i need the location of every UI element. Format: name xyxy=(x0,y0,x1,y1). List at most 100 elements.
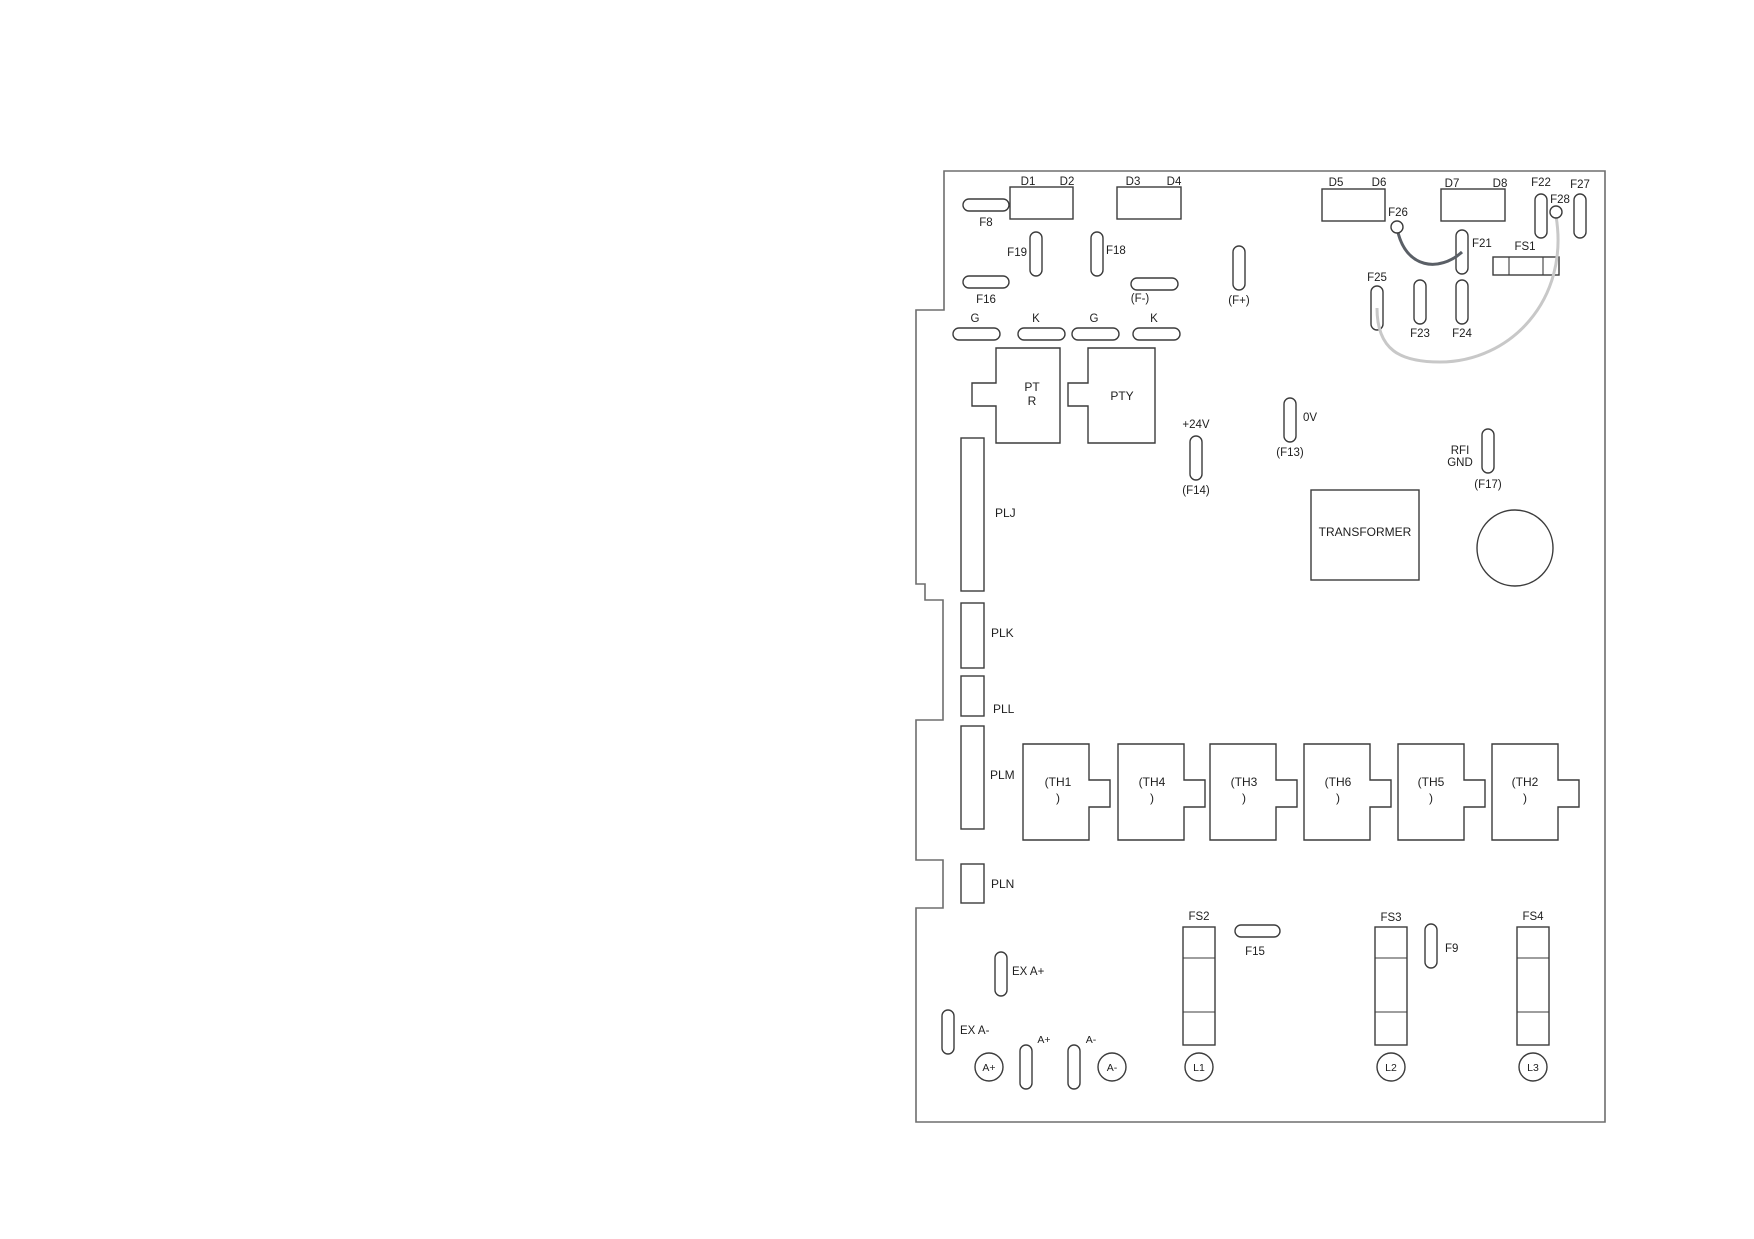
label-th4-b: ) xyxy=(1150,791,1154,805)
label-f24: F24 xyxy=(1452,328,1472,340)
label-fs4: FS4 xyxy=(1522,911,1544,923)
label-th5-a: (TH5 xyxy=(1418,775,1445,789)
label-terminal-l3: L3 xyxy=(1527,1062,1539,1074)
label-d2: D2 xyxy=(1060,176,1075,188)
label-terminal-l1: L1 xyxy=(1193,1062,1205,1074)
label-g1: G xyxy=(971,313,980,325)
label-k1: K xyxy=(1032,313,1040,325)
diode-block-d7-d8 xyxy=(1440,188,1506,222)
label-th3-b: ) xyxy=(1242,791,1246,805)
label-f13: (F13) xyxy=(1276,447,1304,459)
label-transformer: TRANSFORMER xyxy=(1319,525,1412,539)
label-f16: F16 xyxy=(976,294,996,306)
fuse-holder-fs2 xyxy=(1182,926,1216,1046)
thyristor-th5 xyxy=(1397,743,1486,841)
label-th2-a: (TH2 xyxy=(1512,775,1539,789)
board-outline xyxy=(915,170,1606,1123)
label-f14: (F14) xyxy=(1182,485,1210,497)
connector-pll xyxy=(960,675,985,717)
label-terminal-l2: L2 xyxy=(1385,1062,1397,1074)
label-f8: F8 xyxy=(979,217,992,229)
pad-f-minus xyxy=(1130,277,1179,291)
terminal-l2 xyxy=(1376,1052,1406,1082)
thyristor-th2 xyxy=(1491,743,1580,841)
label-plm: PLM xyxy=(990,768,1015,782)
label-f-minus: (F-) xyxy=(1131,293,1150,305)
test-point-f28 xyxy=(1549,205,1563,219)
pad-f9 xyxy=(1424,923,1438,969)
label-24v: +24V xyxy=(1182,419,1210,431)
pad-f22 xyxy=(1534,193,1548,239)
transformer-block xyxy=(1310,489,1420,581)
pad-f23 xyxy=(1413,279,1427,325)
label-gnd: GND xyxy=(1447,457,1473,469)
label-f17: (F17) xyxy=(1474,479,1502,491)
pad-g2 xyxy=(1071,327,1120,341)
fuse-holder-fs4 xyxy=(1516,926,1550,1046)
label-ptr-2: R xyxy=(1028,394,1037,408)
pad-rfi-gnd xyxy=(1481,428,1495,474)
pad-f8 xyxy=(962,198,1010,212)
label-a-minus-pad: A- xyxy=(1086,1034,1097,1046)
label-f26: F26 xyxy=(1388,207,1408,219)
label-pty: PTY xyxy=(1110,389,1133,403)
label-ex-a-plus: EX A+ xyxy=(1012,966,1045,978)
jumper-wire-f28 xyxy=(1375,215,1560,364)
label-f18: F18 xyxy=(1106,245,1126,257)
label-f-plus: (F+) xyxy=(1228,295,1250,307)
component-ptr xyxy=(971,347,1061,444)
label-th2-b: ) xyxy=(1523,791,1527,805)
pad-f24 xyxy=(1455,279,1469,325)
pad-ex-a-minus xyxy=(941,1009,955,1055)
label-d3: D3 xyxy=(1126,176,1141,188)
label-pll: PLL xyxy=(993,702,1015,716)
pad-f18 xyxy=(1090,231,1104,277)
pad-a-minus xyxy=(1067,1044,1081,1090)
label-d5: D5 xyxy=(1329,177,1344,189)
pad-0v xyxy=(1283,397,1297,443)
label-th5-b: ) xyxy=(1429,791,1433,805)
label-k2: K xyxy=(1150,313,1158,325)
label-plk: PLK xyxy=(991,626,1014,640)
label-f23: F23 xyxy=(1410,328,1430,340)
label-terminal-a-plus: A+ xyxy=(982,1062,995,1074)
label-f9: F9 xyxy=(1445,943,1458,955)
label-d4: D4 xyxy=(1167,176,1182,188)
terminal-l1 xyxy=(1184,1052,1214,1082)
connector-plj xyxy=(960,437,985,592)
test-point-f26 xyxy=(1390,220,1404,234)
pad-g1 xyxy=(952,327,1001,341)
label-f19: F19 xyxy=(1007,247,1027,259)
label-pln: PLN xyxy=(991,877,1014,891)
label-g2: G xyxy=(1090,313,1099,325)
label-f27: F27 xyxy=(1570,179,1590,191)
pad-f15 xyxy=(1234,924,1281,938)
pad-24v xyxy=(1189,435,1203,481)
thyristor-th1 xyxy=(1022,743,1111,841)
label-d8: D8 xyxy=(1493,178,1508,190)
label-ptr-1: PT xyxy=(1024,380,1040,394)
terminal-a-minus xyxy=(1097,1052,1127,1082)
connector-plm xyxy=(960,725,985,830)
label-f28: F28 xyxy=(1550,194,1570,206)
label-f22: F22 xyxy=(1531,177,1551,189)
label-fs2: FS2 xyxy=(1188,911,1209,923)
terminal-l3 xyxy=(1518,1052,1548,1082)
pad-k1 xyxy=(1017,327,1066,341)
label-0v: 0V xyxy=(1303,412,1317,424)
connector-pln xyxy=(960,863,985,904)
thyristor-th6 xyxy=(1303,743,1392,841)
pad-f19 xyxy=(1029,231,1043,277)
component-pty xyxy=(1067,347,1156,444)
pad-f27 xyxy=(1573,193,1587,239)
label-th4-a: (TH4 xyxy=(1139,775,1166,789)
label-th3-a: (TH3 xyxy=(1231,775,1258,789)
terminal-a-plus xyxy=(974,1052,1004,1082)
diode-block-d5-d6 xyxy=(1321,188,1386,222)
label-terminal-a-minus: A- xyxy=(1107,1062,1118,1074)
fuse-holder-fs1 xyxy=(1492,256,1560,276)
label-f25: F25 xyxy=(1367,272,1387,284)
jumper-wire-f26 xyxy=(1395,227,1464,266)
thyristor-th3 xyxy=(1209,743,1298,841)
thyristor-th4 xyxy=(1117,743,1206,841)
